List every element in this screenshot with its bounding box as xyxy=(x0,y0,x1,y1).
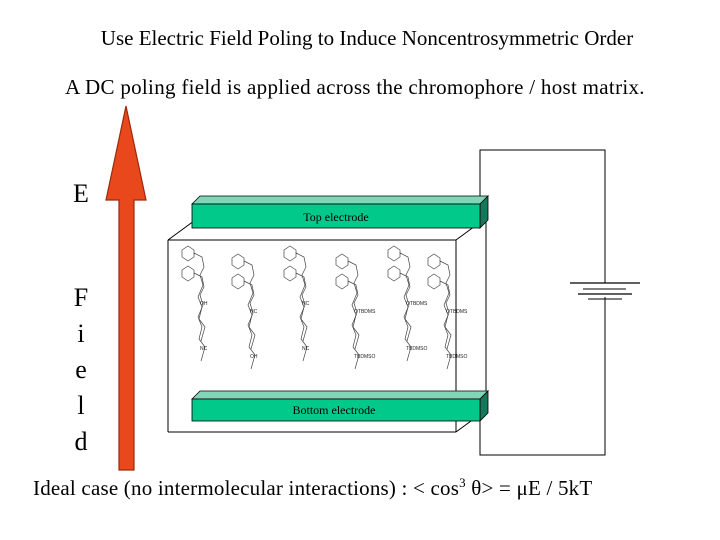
chromophore-sketch xyxy=(231,253,256,350)
circuit-wire-bottom xyxy=(479,297,606,456)
top-electrode-label: Top electrode xyxy=(303,210,368,224)
chromophore-sketch xyxy=(283,245,308,342)
field-letter: e xyxy=(75,355,87,384)
ideal-case-equation: Ideal case (no intermolecular interactio… xyxy=(33,475,713,501)
molecule-label: OTBDMS xyxy=(354,309,376,315)
top-electrode: Top electrode xyxy=(191,195,489,229)
chromophore-sketch xyxy=(283,265,308,362)
molecule-label: OH xyxy=(250,354,258,360)
chromophore-sketch xyxy=(335,253,360,350)
chromophore-sketch xyxy=(387,245,412,342)
dc-circuit xyxy=(479,149,640,456)
chromophore-molecules: OH NC NC OH NC NC OTBDMS TBDMSO OTBDMS TBDMSO OTBD… xyxy=(181,245,468,370)
chromophore-sketch xyxy=(427,253,452,350)
field-arrow xyxy=(105,105,147,471)
circuit-wire-top xyxy=(479,149,606,283)
equation-prefix: Ideal case (no intermolecular interactio… xyxy=(33,476,460,500)
field-letter: d xyxy=(74,427,88,456)
chromophore-sketch xyxy=(427,273,452,370)
molecule-label: OTBDMS xyxy=(406,301,428,307)
field-letter: F xyxy=(73,283,89,312)
bottom-electrode-label: Bottom electrode xyxy=(293,403,376,417)
chromophore-sketch xyxy=(231,273,256,370)
chromophore-sketch xyxy=(335,273,360,370)
molecule-label: NC xyxy=(302,346,310,352)
molecule-label: TBDMSO xyxy=(446,354,468,360)
molecule-label: NC xyxy=(200,346,208,352)
field-label: E F i e l d xyxy=(64,176,98,460)
chromophore-sketch xyxy=(387,265,412,362)
field-letter: l xyxy=(77,391,85,420)
molecule-label: NC xyxy=(250,309,258,315)
field-letter: i xyxy=(77,319,85,348)
equation-power: 3 xyxy=(459,475,466,490)
molecule-label: TBDMSO xyxy=(354,354,376,360)
equation-suffix: θ> = μE / 5kT xyxy=(465,476,593,500)
molecule-label: TBDMSO xyxy=(406,346,428,352)
bottom-electrode: Bottom electrode xyxy=(191,390,489,422)
subtitle: A DC poling field is applied across the … xyxy=(65,75,645,99)
field-letter-e: E xyxy=(73,179,89,208)
molecule-label: OTBDMS xyxy=(446,309,468,315)
chromophore-sketch xyxy=(181,245,206,342)
molecule-label: NC xyxy=(302,301,310,307)
chromophore-sketch xyxy=(181,265,206,362)
molecule-label: OH xyxy=(200,301,208,307)
slide-title: Use Electric Field Poling to Induce Nonc… xyxy=(100,26,634,50)
